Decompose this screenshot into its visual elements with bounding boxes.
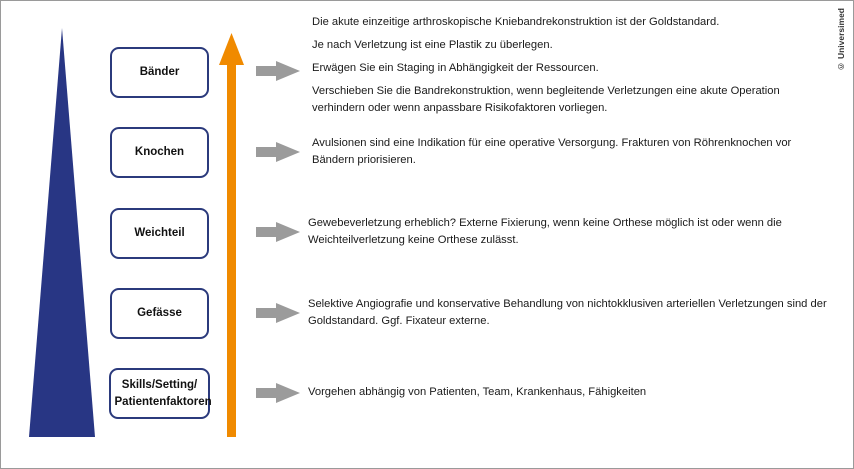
text-line: Die akute einzeitige arthroskopische Kni… (312, 16, 720, 28)
category-label: Weichteil (134, 227, 185, 240)
category-box-gefaesse: Gefässe (110, 288, 209, 339)
category-label: Bänder (139, 66, 180, 79)
orange-up-arrow (219, 33, 244, 437)
category-label: Knochen (134, 146, 185, 159)
text-block-baender: Die akute einzeitige arthroskopische Kni… (312, 14, 832, 123)
gray-right-arrow (256, 61, 300, 81)
text-block-skills: Vorgehen abhängig von Patienten, Team, K… (308, 384, 828, 407)
text-line: Gewebeverletzung erheblich? Externe Fixi… (308, 217, 782, 246)
text-line: Avulsionen sind eine Indikation für eine… (312, 137, 792, 166)
text-line: Vorgehen abhängig von Patienten, Team, K… (308, 386, 647, 398)
gray-right-arrow (256, 142, 300, 162)
gray-right-arrow (256, 383, 300, 403)
category-label: Gefässe (137, 307, 182, 320)
text-line: Je nach Verletzung ist eine Plastik zu ü… (312, 39, 553, 51)
text-line: Selektive Angiografie und konservative B… (308, 298, 827, 327)
category-box-skills: Skills/Setting/ Patientenfaktoren (109, 368, 212, 419)
category-box-knochen: Knochen (110, 127, 209, 178)
category-box-weichteil: Weichteil (110, 208, 209, 259)
copyright-watermark: © Universimed (836, 8, 846, 72)
text-block-knochen: Avulsionen sind eine Indikation für eine… (312, 135, 832, 175)
text-line: Verschieben Sie die Bandrekonstruktion, … (312, 85, 780, 114)
text-block-gefaesse: Selektive Angiografie und konservative B… (308, 296, 828, 336)
text-line: Erwägen Sie ein Staging in Abhängigkeit … (312, 62, 599, 74)
priority-triangle (29, 28, 95, 437)
category-label: Skills/Setting/ Patientenfaktoren (114, 378, 212, 408)
gray-right-arrow (256, 222, 300, 242)
category-box-baender: Bänder (110, 47, 209, 98)
text-block-weichteil: Gewebeverletzung erheblich? Externe Fixi… (308, 215, 828, 255)
gray-right-arrow (256, 303, 300, 323)
